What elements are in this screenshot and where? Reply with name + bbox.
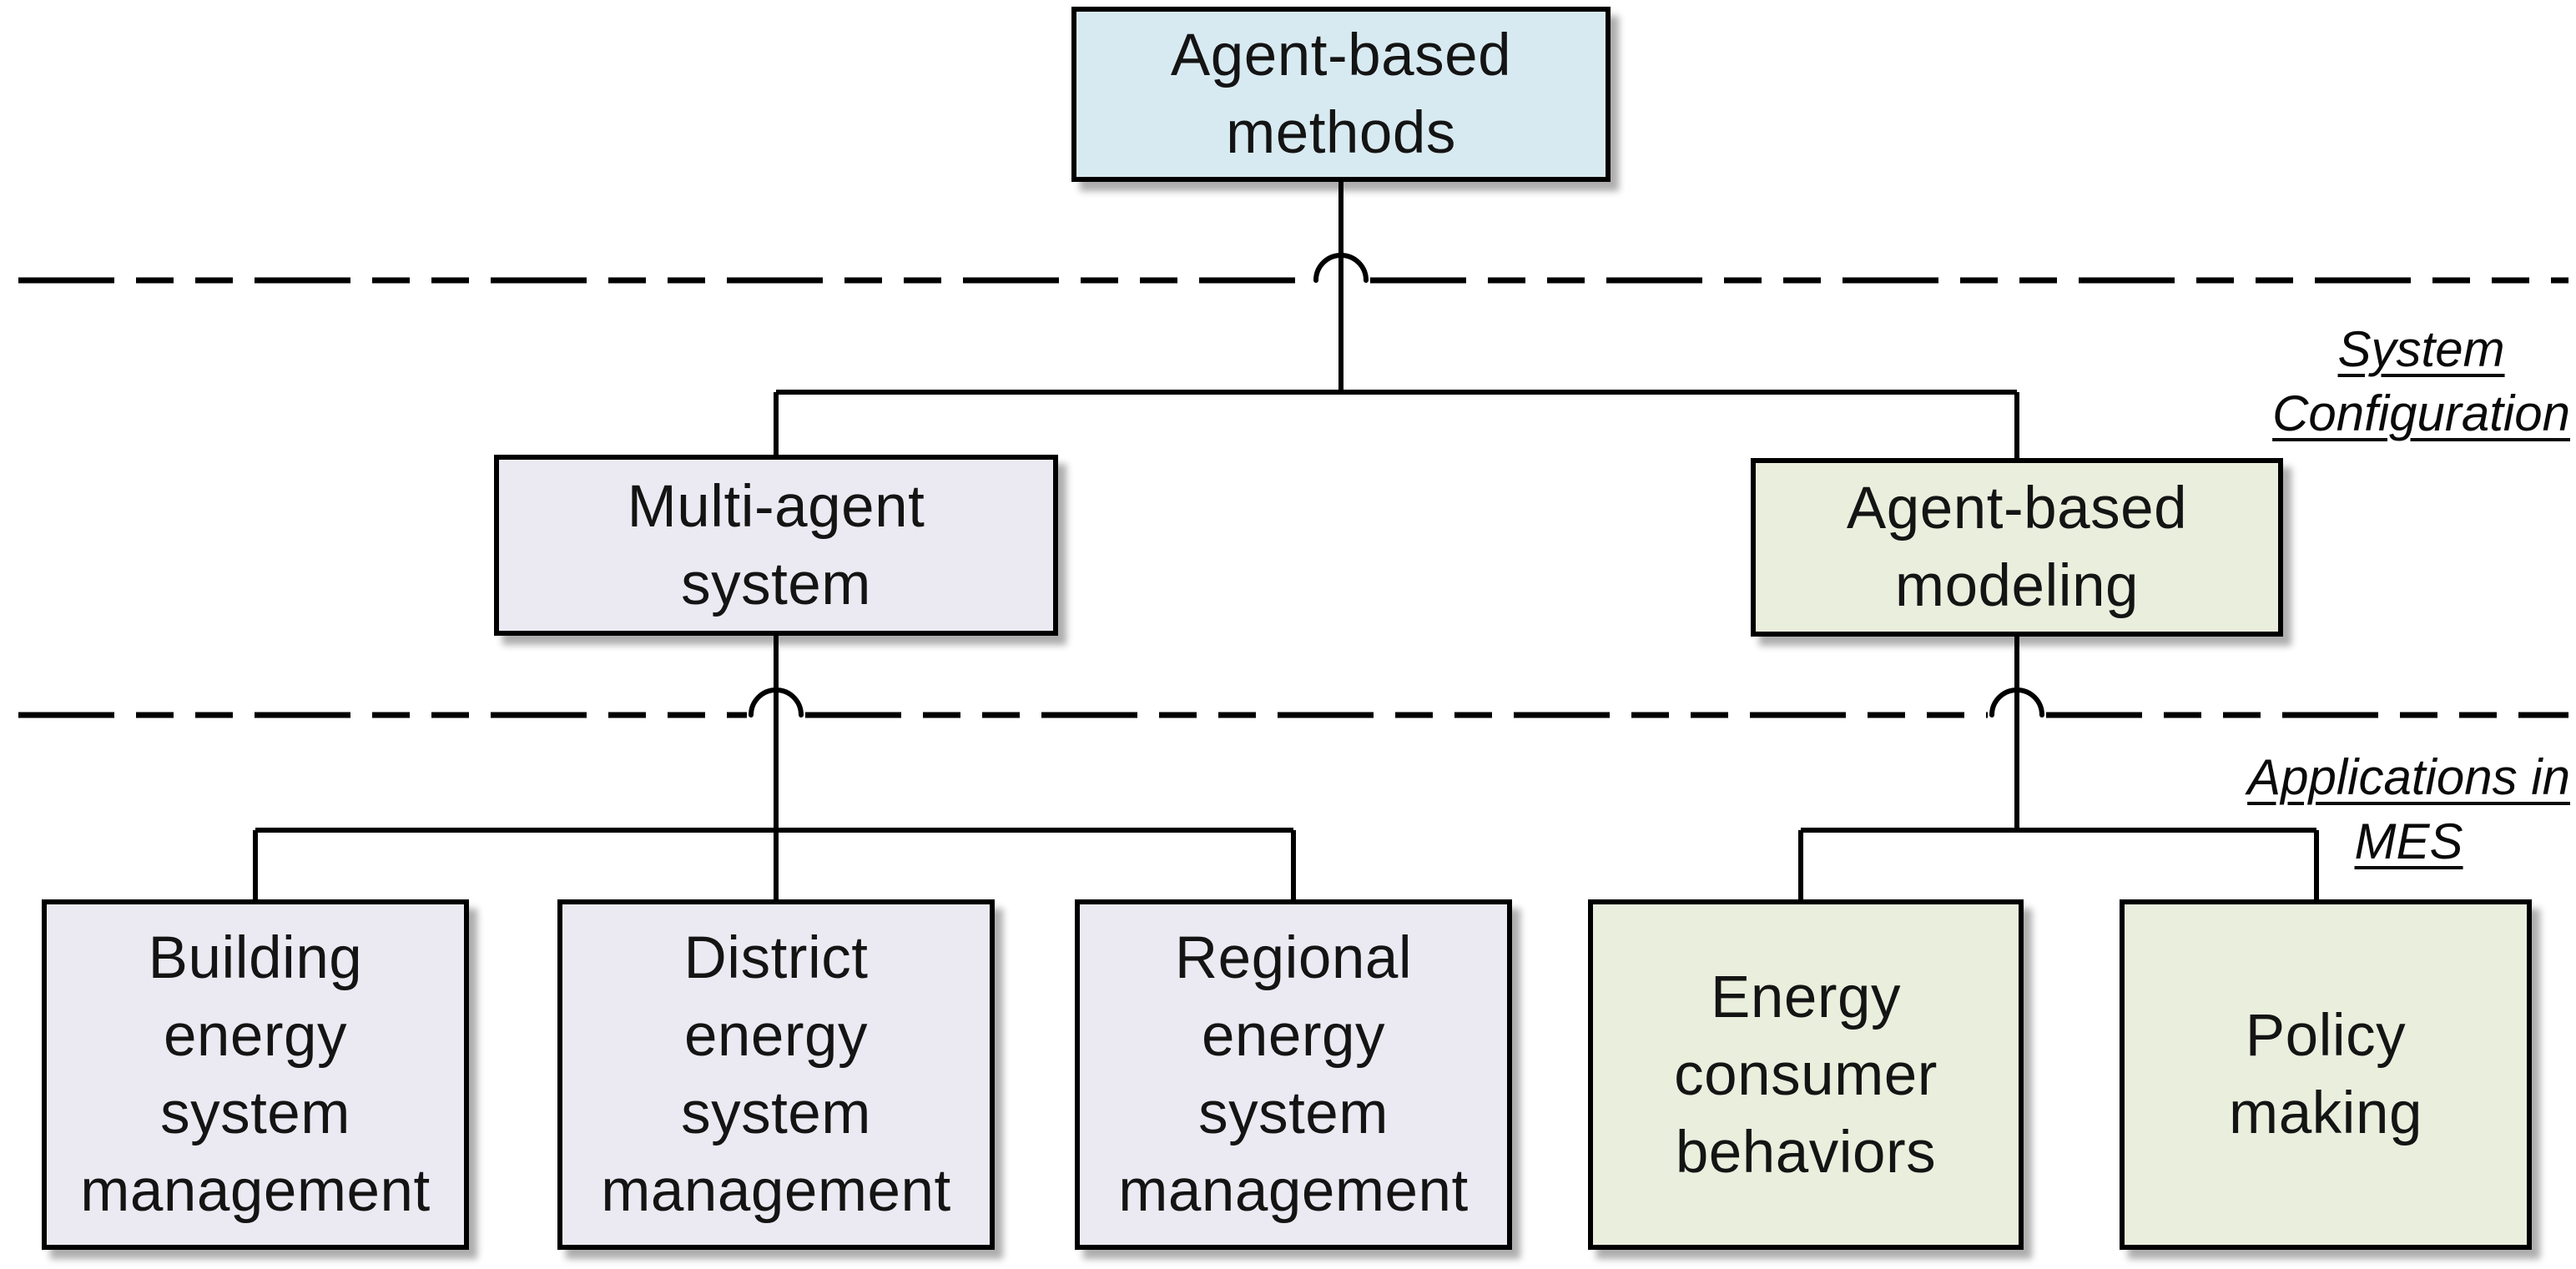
divider-dashed-line-2 <box>18 687 2568 718</box>
node-label: Multi-agent system <box>627 473 925 617</box>
node-policy-making: Policy making <box>2120 899 2532 1250</box>
divider-dashed-line-1 <box>18 253 2568 284</box>
section-label-applications-in-mes: Applications in MES <box>2247 749 2570 869</box>
node-label: Building energy system management <box>80 925 431 1224</box>
node-label: Agent-based modeling <box>1846 476 2188 619</box>
node-agent-based-modeling: Agent-based modeling <box>1751 458 2283 637</box>
section-label-system-configuration: System Configuration <box>2272 321 2570 441</box>
node-multi-agent-system: Multi-agent system <box>494 455 1058 636</box>
node-label: Policy making <box>2229 1003 2422 1146</box>
node-label: Energy consumer behaviors <box>1674 964 1938 1186</box>
node-label: District energy system management <box>601 925 951 1224</box>
node-regional-energy-system-management: Regional energy system management <box>1075 899 1512 1250</box>
node-label: Agent-based methods <box>1170 23 1512 166</box>
node-district-energy-system-management: District energy system management <box>557 899 995 1250</box>
node-label: Regional energy system management <box>1118 925 1469 1224</box>
node-agent-based-methods: Agent-based methods <box>1071 7 1611 182</box>
node-energy-consumer-behaviors: Energy consumer behaviors <box>1588 899 2024 1250</box>
node-building-energy-system-management: Building energy system management <box>42 899 469 1250</box>
tree-connectors <box>253 182 2319 899</box>
